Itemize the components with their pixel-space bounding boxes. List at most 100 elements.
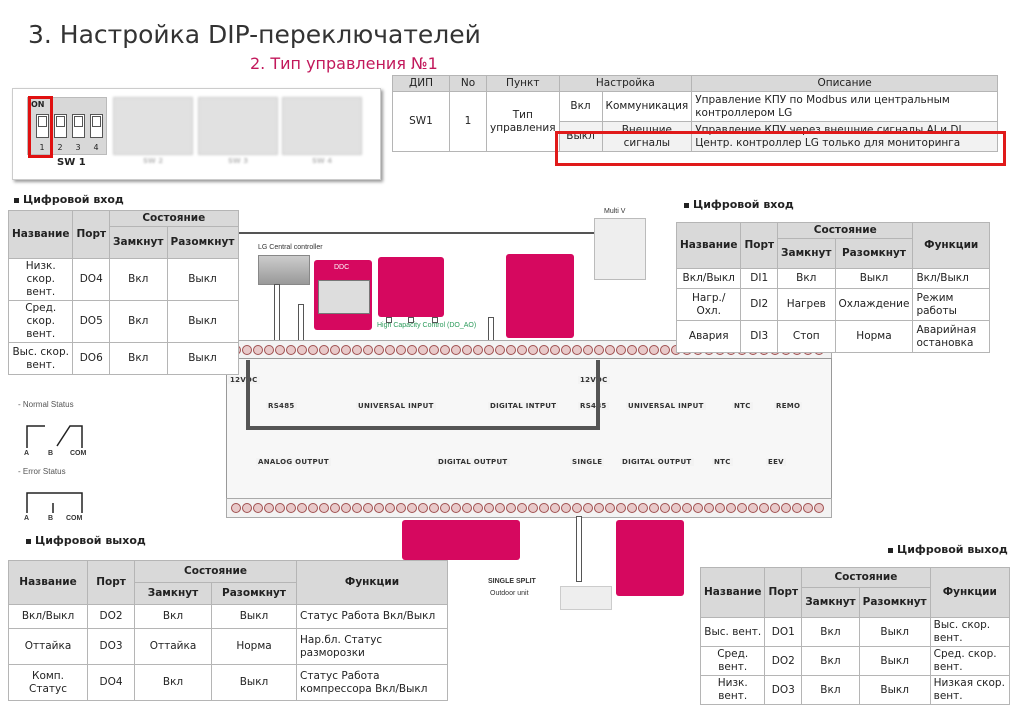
open-cell: Выкл — [834, 268, 914, 289]
dip-switch-sw3 — [198, 97, 278, 155]
col-open: Разомкнут — [166, 226, 239, 259]
terminal-screw — [451, 503, 461, 513]
terminal-screw — [473, 345, 483, 355]
terminal-screw — [231, 503, 241, 513]
relay-com-label: COM — [66, 515, 83, 522]
closed-cell: Вкл — [109, 300, 168, 343]
closed-cell: Вкл — [109, 258, 168, 301]
relay-a-label: A — [24, 515, 30, 522]
dip-switch-sw2 — [113, 97, 193, 155]
group-label: 12VDC — [228, 376, 260, 384]
dip-number: 1 — [39, 143, 45, 152]
section-heading: Цифровой вход — [14, 193, 124, 206]
terminal-screw — [660, 345, 670, 355]
capacity-control-label: High Capacity Control (DO_AO) — [376, 322, 478, 329]
terminal-screw — [517, 345, 527, 355]
dip-toggle-4[interactable] — [90, 114, 103, 138]
function-cell: Статус Работа Вкл/Выкл — [296, 604, 448, 629]
terminal-screw — [264, 345, 274, 355]
closed-cell: Вкл — [134, 604, 212, 629]
digital-output-table-left: Название Порт Состояние Функции Замкнут … — [8, 560, 448, 701]
table-row: Выс. скор. вент. DO6 Вкл Выкл — [7, 342, 239, 375]
dip-switch-sw4 — [282, 97, 362, 155]
dip-number: 3 — [75, 143, 81, 152]
group-label: 12VDC — [578, 376, 610, 384]
col-name: Название — [675, 222, 742, 269]
terminal-screw — [374, 503, 384, 513]
terminal-screw — [792, 503, 802, 513]
terminal-screw — [704, 503, 714, 513]
terminal-screw — [649, 503, 659, 513]
input-relay-box — [506, 254, 574, 338]
terminal-screw — [781, 503, 791, 513]
terminal-screw — [814, 503, 824, 513]
function-cell: Вкл/Выкл — [912, 268, 990, 289]
port-cell: DO3 — [764, 675, 803, 705]
terminal-screw — [396, 503, 406, 513]
terminal-screw — [473, 503, 483, 513]
terminal-screw — [616, 345, 626, 355]
terminal-screw — [495, 503, 505, 513]
terminal-screw — [528, 345, 538, 355]
open-cell: Норма — [834, 320, 914, 353]
terminal-screw — [594, 345, 604, 355]
terminal-screw — [451, 345, 461, 355]
col-name: Название — [7, 210, 74, 259]
table-row: Низк. скор. вент. DO4 Вкл Выкл — [7, 258, 239, 301]
name-cell: Низк. скор. вент. — [7, 258, 74, 301]
function-cell: Статус Работа компрессора Вкл/Выкл — [296, 664, 448, 701]
terminal-screw — [759, 503, 769, 513]
terminal-screw — [407, 345, 417, 355]
table-row: Вкл/Выкл DI1 Вкл Выкл Вкл/Выкл — [675, 268, 990, 289]
sw2-label: SW 2 — [143, 157, 164, 165]
terminal-screw — [660, 503, 670, 513]
group-label: NTC — [732, 402, 753, 410]
open-cell: Выкл — [858, 646, 931, 676]
sw1-label: SW 1 — [57, 157, 86, 168]
terminal-screw — [363, 345, 373, 355]
no-cell: 1 — [449, 91, 487, 152]
terminal-screw — [363, 503, 373, 513]
open-cell: Выкл — [166, 342, 239, 375]
closed-cell: Нагрев — [777, 288, 836, 321]
output-relay-box-2 — [616, 520, 684, 596]
col-open: Разомкнут — [858, 587, 931, 618]
terminal-screw — [253, 503, 263, 513]
terminal-screw — [385, 503, 395, 513]
terminal-screw — [561, 345, 571, 355]
terminal-screw — [407, 503, 417, 513]
terminal-screw — [682, 503, 692, 513]
group-label: ANALOG OUTPUT — [256, 458, 331, 466]
relay-b-label: B — [48, 450, 54, 457]
dip-switch-sw1: ON 1 2 3 4 — [27, 97, 107, 155]
terminal-screw — [440, 345, 450, 355]
col-open: Разомкнут — [834, 238, 914, 269]
dip-toggle-3[interactable] — [72, 114, 85, 138]
dip-toggle-1[interactable] — [36, 114, 49, 138]
name-cell: Низк. вент. — [699, 675, 766, 705]
terminal-screw — [286, 345, 296, 355]
terminal-screw — [462, 345, 472, 355]
closed-cell: Вкл — [777, 268, 836, 289]
relay-normal-icon — [26, 425, 83, 448]
name-cell: Нагр./Охл. — [675, 288, 742, 321]
port-cell: DO6 — [72, 342, 111, 375]
col-functions: Функции — [296, 560, 448, 605]
dip-toggle-2[interactable] — [54, 114, 67, 138]
terminal-screw — [264, 503, 274, 513]
port-cell: DO4 — [72, 258, 111, 301]
digital-output-table-right: Название Порт Состояние Функции Замкнут … — [699, 567, 1011, 705]
col-functions: Функции — [912, 222, 990, 269]
name-cell: Вкл/Выкл — [675, 268, 742, 289]
page-subtitle: 2. Тип управления №1 — [250, 54, 438, 73]
table-row: Оттайка DO3 Оттайка Норма Нар.бл. Статус… — [8, 628, 448, 665]
setting-cell: Коммуникация — [601, 91, 693, 122]
col-port: Порт — [764, 567, 803, 618]
page-title: 3. Настройка DIP-переключателей — [28, 20, 481, 49]
port-cell: DO4 — [87, 664, 135, 701]
col-port: Порт — [740, 222, 779, 269]
col-state: Состояние — [777, 222, 914, 239]
state-cell: Вкл — [558, 91, 603, 122]
closed-cell: Вкл — [801, 675, 860, 705]
table-row: Авария DI3 Стоп Норма Аварийная остановк… — [675, 320, 990, 353]
